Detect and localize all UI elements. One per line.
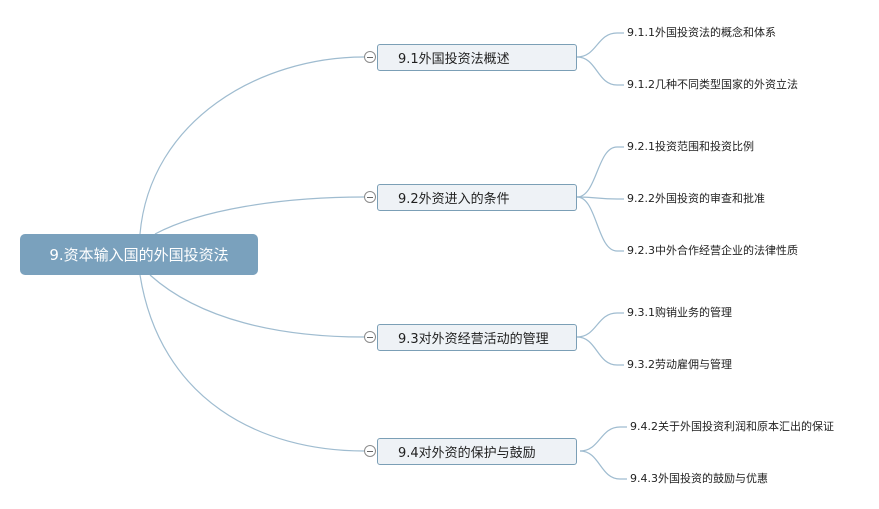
leaf-topic-9-2-1[interactable]: 9.2.1投资范围和投资比例	[627, 140, 754, 153]
leaf-topic-9-1-1[interactable]: 9.1.1外国投资法的概念和体系	[627, 26, 776, 39]
connector-3-leaf-2	[576, 336, 624, 366]
leaf-topic-9-4-2[interactable]: 9.4.2关于外国投资利润和原本汇出的保证	[630, 420, 834, 433]
collapse-toggle-9-4[interactable]	[364, 445, 376, 457]
connector-1-leaf-2	[576, 56, 624, 86]
branch-topic-9-1[interactable]: 9.1外国投资法概述	[377, 44, 577, 71]
leaf-topic-9-3-2[interactable]: 9.3.2劳动雇佣与管理	[627, 358, 732, 371]
branch-topic-9-4[interactable]: 9.4对外资的保护与鼓励	[377, 438, 577, 465]
connector-3-leaf-1	[576, 312, 624, 338]
connector-4-leaf-1	[579, 426, 627, 452]
connector-root-9-2	[154, 196, 365, 235]
connector-2-leaf-3	[576, 196, 624, 252]
connector-root-9-3	[149, 274, 365, 338]
connector-root-9-1	[139, 56, 365, 235]
root-topic[interactable]: 9.资本输入国的外国投资法	[20, 234, 258, 275]
leaf-topic-9-2-3[interactable]: 9.2.3中外合作经营企业的法律性质	[627, 244, 798, 257]
connector-4-leaf-2	[579, 450, 627, 480]
connector-1-leaf-1	[576, 32, 624, 58]
leaf-topic-9-1-2[interactable]: 9.1.2几种不同类型国家的外资立法	[627, 78, 798, 91]
collapse-toggle-9-2[interactable]	[364, 191, 376, 203]
branch-topic-9-2[interactable]: 9.2外资进入的条件	[377, 184, 577, 211]
leaf-topic-9-4-3[interactable]: 9.4.3外国投资的鼓励与优惠	[630, 472, 768, 485]
branch-topic-9-3[interactable]: 9.3对外资经营活动的管理	[377, 324, 577, 351]
leaf-topic-9-3-1[interactable]: 9.3.1购销业务的管理	[627, 306, 732, 319]
collapse-toggle-9-1[interactable]	[364, 51, 376, 63]
connector-root-9-4	[139, 274, 365, 452]
leaf-topic-9-2-2[interactable]: 9.2.2外国投资的审查和批准	[627, 192, 765, 205]
connector-2-leaf-1	[576, 146, 624, 198]
connector-2-leaf-2	[576, 196, 624, 200]
collapse-toggle-9-3[interactable]	[364, 331, 376, 343]
